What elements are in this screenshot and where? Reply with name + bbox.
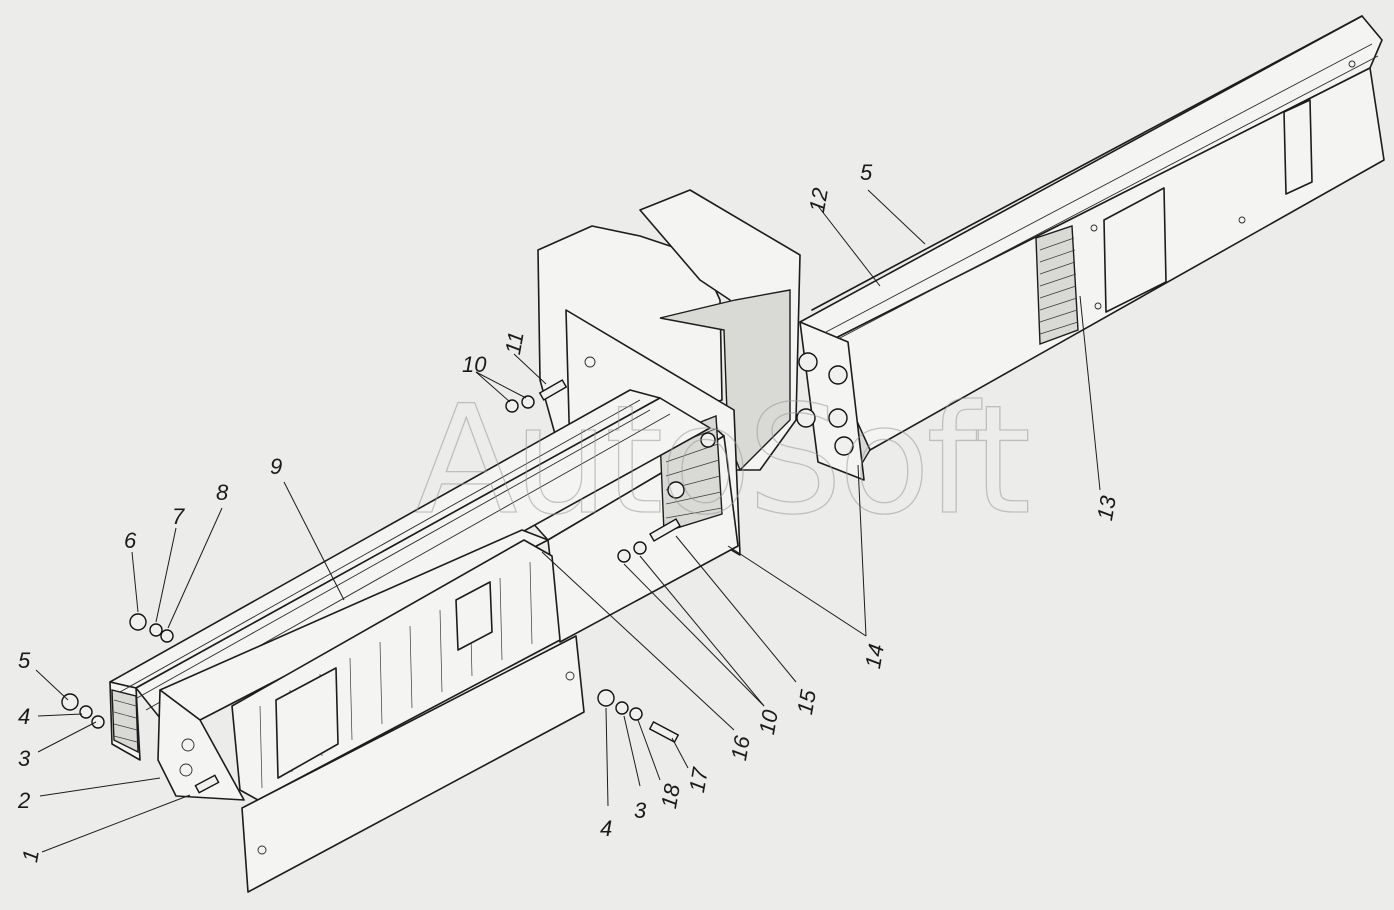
callout-4: 4: [600, 816, 612, 841]
watermark: AutoSoft: [415, 374, 1028, 548]
callout-labels: 1 2 3 3 4 4 5 5 6 7 8 9 10 10 11 12 13 1…: [17, 160, 1121, 864]
callout-9: 9: [270, 454, 282, 479]
callout-5: 5: [18, 648, 31, 673]
callout-13: 13: [1092, 493, 1121, 522]
leader-lines: [35, 189, 1101, 853]
callout-5: 5: [860, 160, 873, 185]
callout-1: 1: [17, 848, 44, 864]
callout-4: 4: [18, 704, 30, 729]
rail-channel-hatch: [1039, 237, 1079, 335]
callout-15: 15: [792, 687, 821, 716]
lower-plate: [241, 635, 585, 893]
callout-18: 18: [656, 781, 685, 810]
callout-7: 7: [172, 504, 185, 529]
callout-12: 12: [804, 186, 833, 214]
callout-10: 10: [462, 352, 487, 377]
callout-8: 8: [216, 480, 229, 505]
callout-2: 2: [17, 788, 30, 813]
callout-16: 16: [726, 733, 755, 762]
flange-plate: [796, 321, 865, 481]
callout-14: 14: [860, 642, 889, 670]
callout-11: 11: [500, 330, 529, 357]
front-channel: [157, 529, 561, 801]
hardware-mid-nuts: [505, 379, 681, 744]
frame-rail: [799, 15, 1385, 473]
callout-3: 3: [634, 798, 647, 823]
callout-17: 17: [684, 765, 713, 794]
hardware-left-nuts: [61, 613, 220, 794]
callout-6: 6: [124, 528, 137, 553]
callout-3: 3: [18, 746, 31, 771]
callout-10: 10: [754, 707, 783, 736]
